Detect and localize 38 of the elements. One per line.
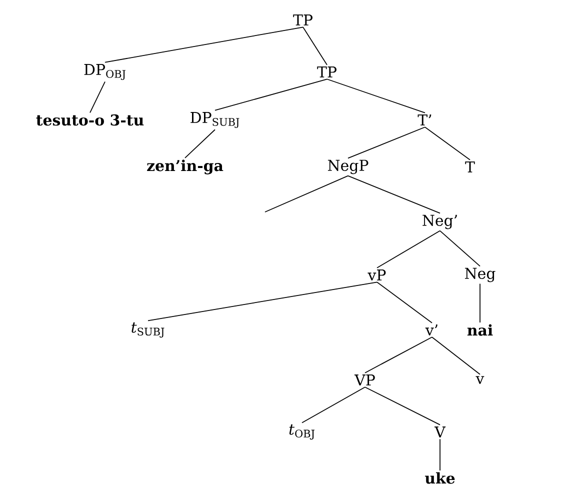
word-label: uke xyxy=(424,472,455,484)
branch-line xyxy=(376,282,432,324)
category-label: DP$_{SUBJ}$ xyxy=(190,112,240,128)
branch-line xyxy=(214,78,328,111)
branch-line xyxy=(90,81,106,114)
category-label: TP xyxy=(293,14,312,26)
word-label: nai xyxy=(467,324,493,336)
branch-line xyxy=(302,386,366,424)
category-label: DP$_{OBJ}$ xyxy=(84,64,126,80)
branch-line xyxy=(364,336,432,374)
branch-line xyxy=(348,175,440,214)
branch-line xyxy=(440,230,480,267)
category-label: T xyxy=(465,162,475,172)
category-label: TP xyxy=(317,66,336,78)
category-label: VP xyxy=(354,374,375,386)
category-label: t$_{SUBJ}$ xyxy=(132,322,164,338)
branch-line xyxy=(348,126,426,159)
branch-line xyxy=(104,26,304,63)
branch-line xyxy=(364,386,440,426)
category-label: NegP xyxy=(328,160,368,174)
word-label: tesuto-o 3-tu xyxy=(36,114,144,126)
category-label: v’ xyxy=(425,324,438,336)
branch-line xyxy=(302,26,328,66)
branch-line xyxy=(264,175,348,212)
branch-line xyxy=(424,126,470,160)
category-label: Neg xyxy=(465,268,496,282)
branch-line xyxy=(184,129,216,158)
branch-line xyxy=(148,282,378,322)
category-label: V xyxy=(434,426,446,438)
category-label: vP xyxy=(368,270,386,280)
word-label: zen’in-ga xyxy=(147,160,224,174)
branch-line xyxy=(376,230,440,268)
category-label: t$_{OBJ}$ xyxy=(289,424,314,440)
branch-line xyxy=(432,336,480,375)
category-label: v xyxy=(476,376,484,384)
branch-line xyxy=(326,78,426,114)
category-label: Neg’ xyxy=(422,214,457,230)
category-label: T’ xyxy=(418,114,432,126)
